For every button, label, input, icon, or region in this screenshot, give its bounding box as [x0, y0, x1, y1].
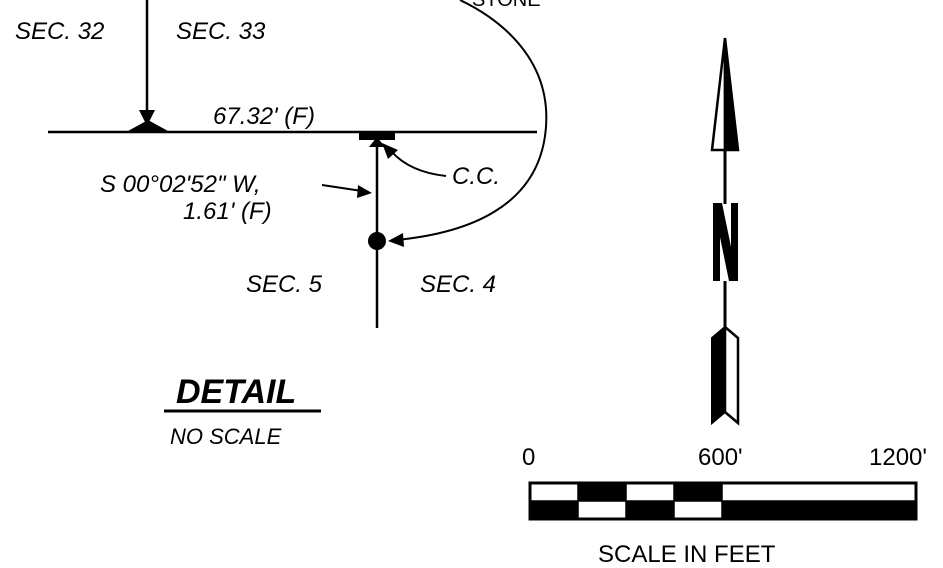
- closing-corner-marker: [359, 133, 395, 140]
- scale-seg-top-4: [674, 483, 722, 501]
- bearing-leader-arrowhead: [357, 185, 372, 198]
- north-arrow: [710, 37, 740, 426]
- scale-caption: SCALE IN FEET: [598, 541, 776, 568]
- section-label-32: SEC. 32: [15, 18, 104, 45]
- detail-subtitle: NO SCALE: [170, 424, 282, 449]
- section-line-arrowhead: [139, 110, 155, 126]
- section-label-33: SEC. 33: [176, 18, 266, 45]
- scale-bar: 0 600' 1200' SCALE IN FEET: [522, 444, 927, 568]
- stone-leader-curve: [395, 0, 548, 241]
- scale-bar-outline: [528, 481, 918, 521]
- scale-tick-600: 600': [698, 444, 743, 471]
- cc-leader-arrowhead: [382, 143, 398, 159]
- north-arrow-fletch-left: [711, 324, 726, 426]
- north-letter-n: [713, 203, 738, 281]
- scale-seg-top-3: [625, 482, 675, 502]
- bearing-label-line2: 1.61' (F): [183, 198, 272, 225]
- north-arrow-head-left: [710, 37, 727, 152]
- closing-corner-label: C.C.: [452, 163, 500, 190]
- scale-seg-bottom-4: [673, 500, 723, 520]
- scale-seg-bottom-5: [722, 501, 916, 519]
- stone-leader-arrowhead: [388, 233, 404, 247]
- scale-seg-top-5: [721, 482, 917, 502]
- distance-label: 67.32' (F): [213, 103, 315, 130]
- detail-title: DETAIL: [176, 373, 296, 411]
- bearing-label-line1: S 00°02'52" W,: [100, 171, 261, 198]
- cc-leader-line: [391, 151, 447, 177]
- detail-drawing: STONE SEC. 32 SEC. 33 67.32' (F) C.C. S …: [15, 0, 548, 449]
- scale-seg-top-2: [578, 483, 626, 501]
- monument-point: [368, 232, 386, 250]
- scale-tick-0: 0: [522, 444, 535, 471]
- corner-monument-marker-left: [128, 120, 168, 131]
- section-label-5: SEC. 5: [246, 271, 323, 298]
- stone-label: STONE: [472, 0, 541, 11]
- bearing-leader-line: [321, 184, 363, 192]
- scale-seg-bottom-3: [626, 501, 674, 519]
- section-label-4: SEC. 4: [420, 271, 496, 298]
- north-arrow-fletch-right: [723, 324, 740, 426]
- scale-seg-bottom-1: [530, 501, 578, 519]
- north-arrow-head-right: [723, 37, 740, 152]
- scale-seg-bottom-2: [577, 500, 627, 520]
- scale-tick-1200: 1200': [869, 444, 927, 471]
- scale-seg-top-1: [529, 482, 579, 502]
